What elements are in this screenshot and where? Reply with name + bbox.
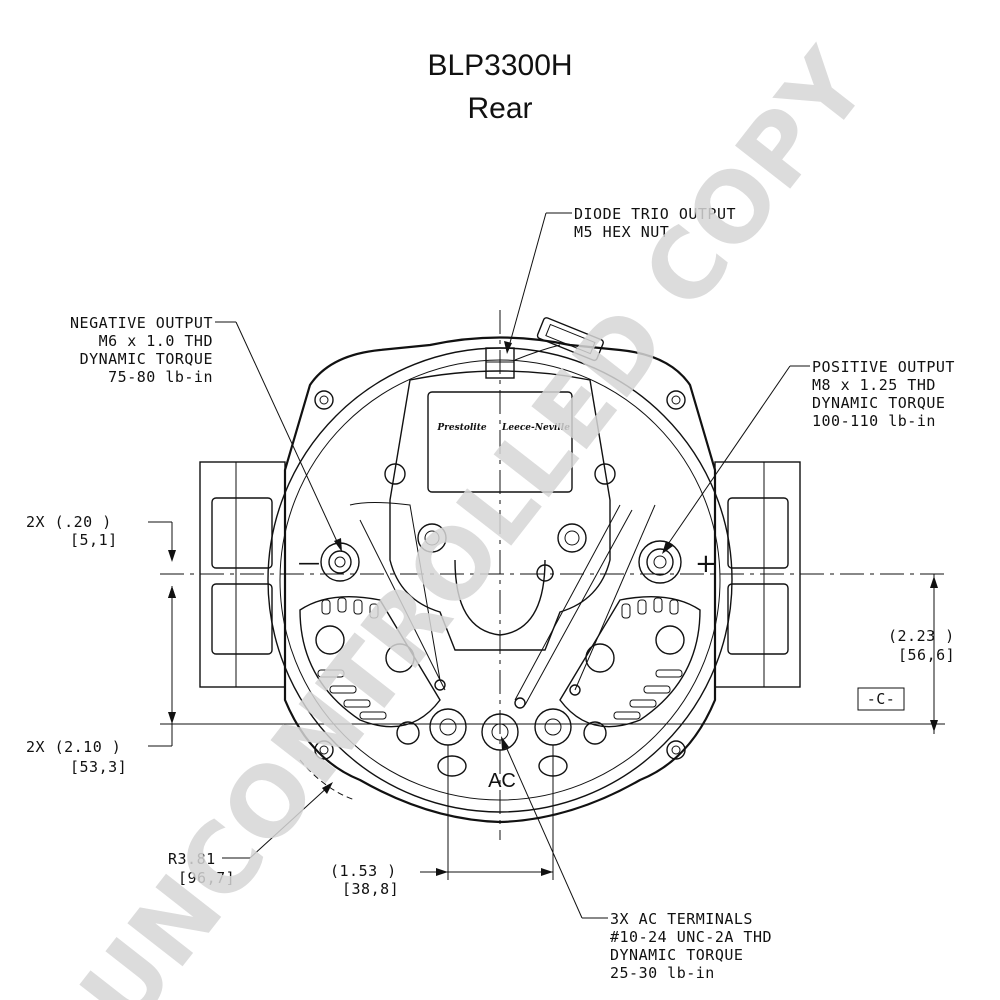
dim-radius-line2: [96,7] bbox=[178, 869, 235, 887]
uncontrolled-copy-watermark: UNCONTROLLED COPY bbox=[59, 29, 890, 1000]
dimension-ac-spacing: (1.53 ) [38,8] bbox=[330, 745, 554, 898]
dim-height-c-line2: [56,6] bbox=[898, 646, 955, 664]
right-rectifier bbox=[559, 596, 701, 728]
drawing-subtitle: Rear bbox=[467, 92, 532, 125]
negative-symbol: — bbox=[298, 551, 320, 576]
positive-output-line2: M8 x 1.25 THD bbox=[812, 376, 936, 394]
dim-offset-small-line2: [5,1] bbox=[70, 531, 118, 549]
centerlines bbox=[160, 310, 945, 840]
datum-c: -C- bbox=[857, 687, 905, 711]
drawing-title: BLP3300H bbox=[427, 49, 572, 82]
positive-output-line3: DYNAMIC TORQUE bbox=[812, 394, 945, 412]
ac-label: AC bbox=[488, 770, 516, 792]
ac-terminal-right bbox=[534, 708, 572, 746]
dim-offset-large-line1: 2X (2.10 ) bbox=[26, 738, 121, 756]
ac-terminals-line3: DYNAMIC TORQUE bbox=[610, 946, 743, 964]
wiring-leads bbox=[349, 502, 656, 709]
positive-output-terminal bbox=[638, 540, 682, 584]
positive-output-line1: POSITIVE OUTPUT bbox=[812, 358, 955, 376]
callout-positive-output: POSITIVE OUTPUT M8 x 1.25 THD DYNAMIC TO… bbox=[662, 358, 955, 554]
positive-output-line4: 100-110 lb-in bbox=[812, 412, 936, 430]
dim-radius-line1: R3.81 bbox=[168, 850, 216, 868]
dim-height-c-line1: (2.23 ) bbox=[888, 627, 955, 645]
ac-terminals-line1: 3X AC TERMINALS bbox=[610, 910, 753, 928]
dim-ac-spacing-line1: (1.53 ) bbox=[330, 862, 397, 880]
ac-terminal-left bbox=[429, 708, 467, 746]
ac-terminals-line4: 25-30 lb-in bbox=[610, 964, 715, 982]
negative-output-line2: M6 x 1.0 THD bbox=[99, 332, 213, 350]
dimension-radius: R3.81 [96,7] bbox=[168, 759, 356, 887]
positive-symbol: + bbox=[695, 549, 717, 579]
diode-trio-line2: M5 HEX NUT bbox=[574, 223, 669, 241]
ac-terminals-line2: #10-24 UNC-2A THD bbox=[610, 928, 772, 946]
datum-c-label: -C- bbox=[867, 690, 896, 708]
dimension-offset-large: 2X (2.10 ) [53,3] bbox=[26, 586, 176, 776]
dim-ac-spacing-line2: [38,8] bbox=[342, 880, 399, 898]
dimension-offset-small: 2X (.20 ) [5,1] bbox=[26, 513, 176, 600]
diode-trio-connector bbox=[536, 317, 604, 362]
left-rectifier bbox=[299, 596, 441, 728]
callout-negative-output: NEGATIVE OUTPUT M6 x 1.0 THD DYNAMIC TOR… bbox=[70, 314, 342, 552]
brand-label-right: Leece-Neville bbox=[501, 423, 570, 433]
negative-output-line4: 75-80 lb-in bbox=[108, 368, 213, 386]
callout-diode-trio: DIODE TRIO OUTPUT M5 HEX NUT bbox=[504, 205, 736, 354]
brand-label-left: Prestolite bbox=[436, 423, 486, 433]
diode-trio-line1: DIODE TRIO OUTPUT bbox=[574, 205, 736, 223]
negative-output-line3: DYNAMIC TORQUE bbox=[80, 350, 213, 368]
negative-output-line1: NEGATIVE OUTPUT bbox=[70, 314, 213, 332]
dim-offset-small-line1: 2X (.20 ) bbox=[26, 513, 112, 531]
dimension-height-c: (2.23 ) [56,6] bbox=[888, 574, 955, 734]
dim-offset-large-line2: [53,3] bbox=[70, 758, 127, 776]
callout-ac-terminals: 3X AC TERMINALS #10-24 UNC-2A THD DYNAMI… bbox=[501, 736, 772, 982]
